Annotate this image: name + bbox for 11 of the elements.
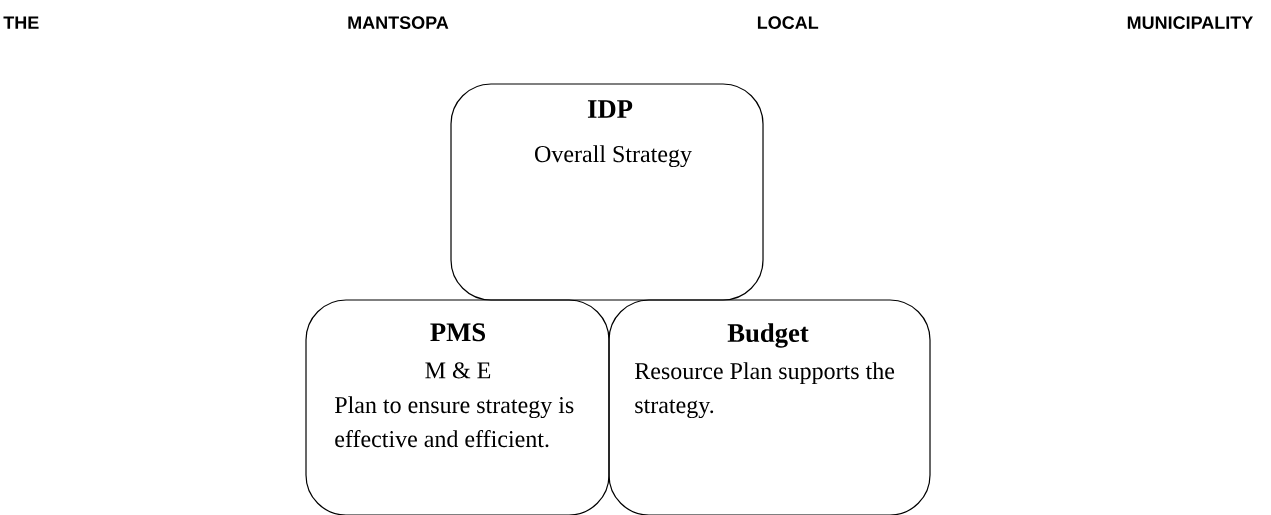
box-text: Overall Strategy xyxy=(535,145,692,168)
rounded-box xyxy=(305,299,610,515)
box-text: Plan to ensure strategy is effective and efficient. xyxy=(334,396,574,448)
box-heading: PMS xyxy=(430,323,485,342)
box-heading: IDP xyxy=(587,100,633,118)
rounded-box xyxy=(608,299,931,515)
rounded-box xyxy=(450,83,764,301)
page-heading: THE MANTSOPA LOCAL MUNICIPALITY xyxy=(3,16,1253,29)
box-text: M & E xyxy=(425,362,491,379)
box-heading: Budget xyxy=(727,323,809,348)
box-text: Resource Plan supports the strategy. xyxy=(634,362,895,419)
